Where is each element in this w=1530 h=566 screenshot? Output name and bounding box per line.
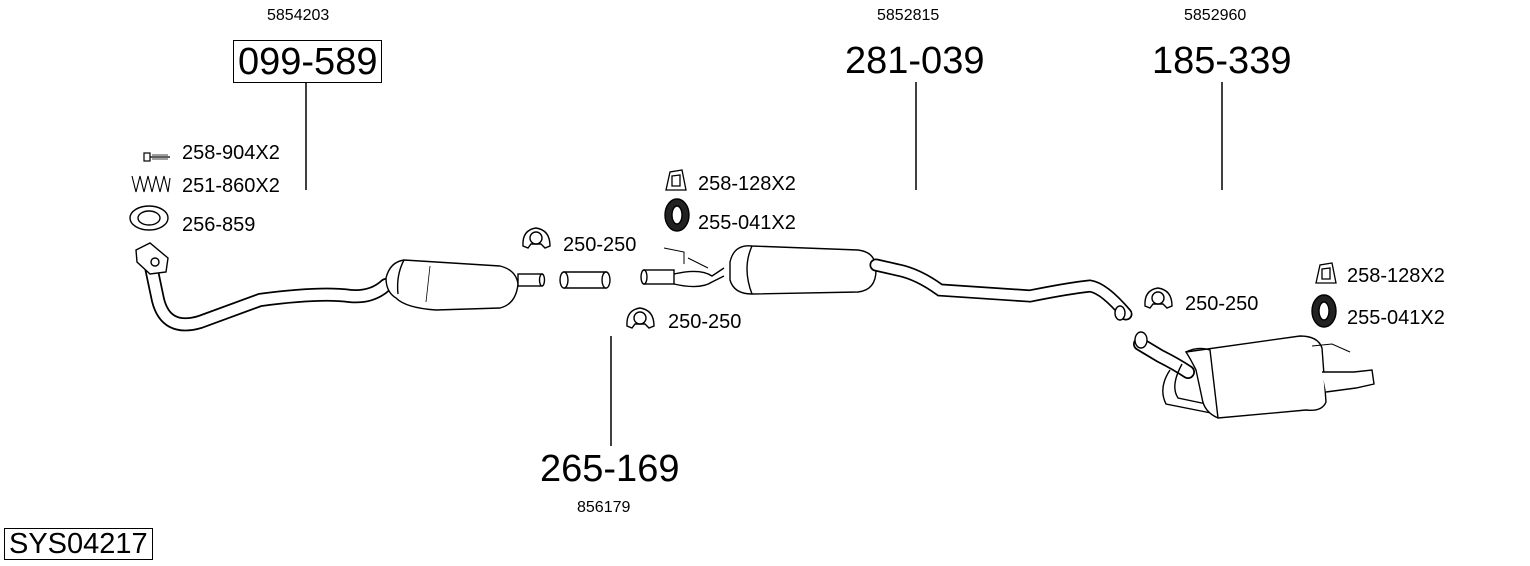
- clamp-icon-front-pipe: [626, 307, 655, 329]
- accessory-gasket-label[interactable]: 256-859: [182, 214, 256, 236]
- catalyst-body: [385, 259, 519, 311]
- accessory-bolt-label[interactable]: 258-904X2: [182, 142, 280, 164]
- front-pipe-catalyst: [135, 242, 546, 332]
- part-number-099-589[interactable]: 099-589: [233, 40, 383, 83]
- silencer-body: [729, 245, 877, 295]
- gasket-icon: [129, 205, 169, 231]
- accessory-clamp-rear-label[interactable]: 250-250: [1185, 293, 1259, 315]
- accessory-ring-rear-label[interactable]: 255-041X2: [1347, 307, 1445, 329]
- clamp-icon-rear: [1144, 287, 1173, 309]
- oem-number-099-589: 5854203: [267, 7, 330, 24]
- clamp-icon-catalyst: [522, 227, 551, 249]
- part-number-185-339[interactable]: 185-339: [1152, 40, 1292, 82]
- ring-icon-mid: [664, 198, 690, 232]
- mount-icon-mid: [665, 169, 687, 191]
- accessory-clamp-catalyst-label[interactable]: 250-250: [563, 234, 637, 256]
- part-number-265-169[interactable]: 265-169: [540, 448, 680, 490]
- oem-number-281-039: 5852815: [877, 7, 940, 24]
- part-number-281-039[interactable]: 281-039: [845, 40, 985, 82]
- bolt-icon: [143, 152, 170, 162]
- accessory-spring-label[interactable]: 251-860X2: [182, 175, 280, 197]
- mount-icon-rear: [1315, 262, 1337, 284]
- middle-silencer: [640, 245, 1133, 321]
- accessory-mount-mid-label[interactable]: 258-128X2: [698, 173, 796, 195]
- intermediate-pipe: [559, 271, 611, 289]
- accessory-ring-mid-label[interactable]: 255-041X2: [698, 212, 796, 234]
- spring-icon: [131, 175, 171, 193]
- accessory-mount-rear-label[interactable]: 258-128X2: [1347, 265, 1445, 287]
- oem-number-265-169: 856179: [577, 499, 631, 516]
- oem-number-185-339: 5852960: [1184, 7, 1247, 24]
- system-code: SYS04217: [4, 528, 153, 560]
- rear-silencer: [1133, 331, 1375, 419]
- rear-silencer-body: [1184, 335, 1327, 419]
- ring-icon-rear: [1311, 294, 1337, 328]
- accessory-clamp-front-pipe-label[interactable]: 250-250: [668, 311, 742, 333]
